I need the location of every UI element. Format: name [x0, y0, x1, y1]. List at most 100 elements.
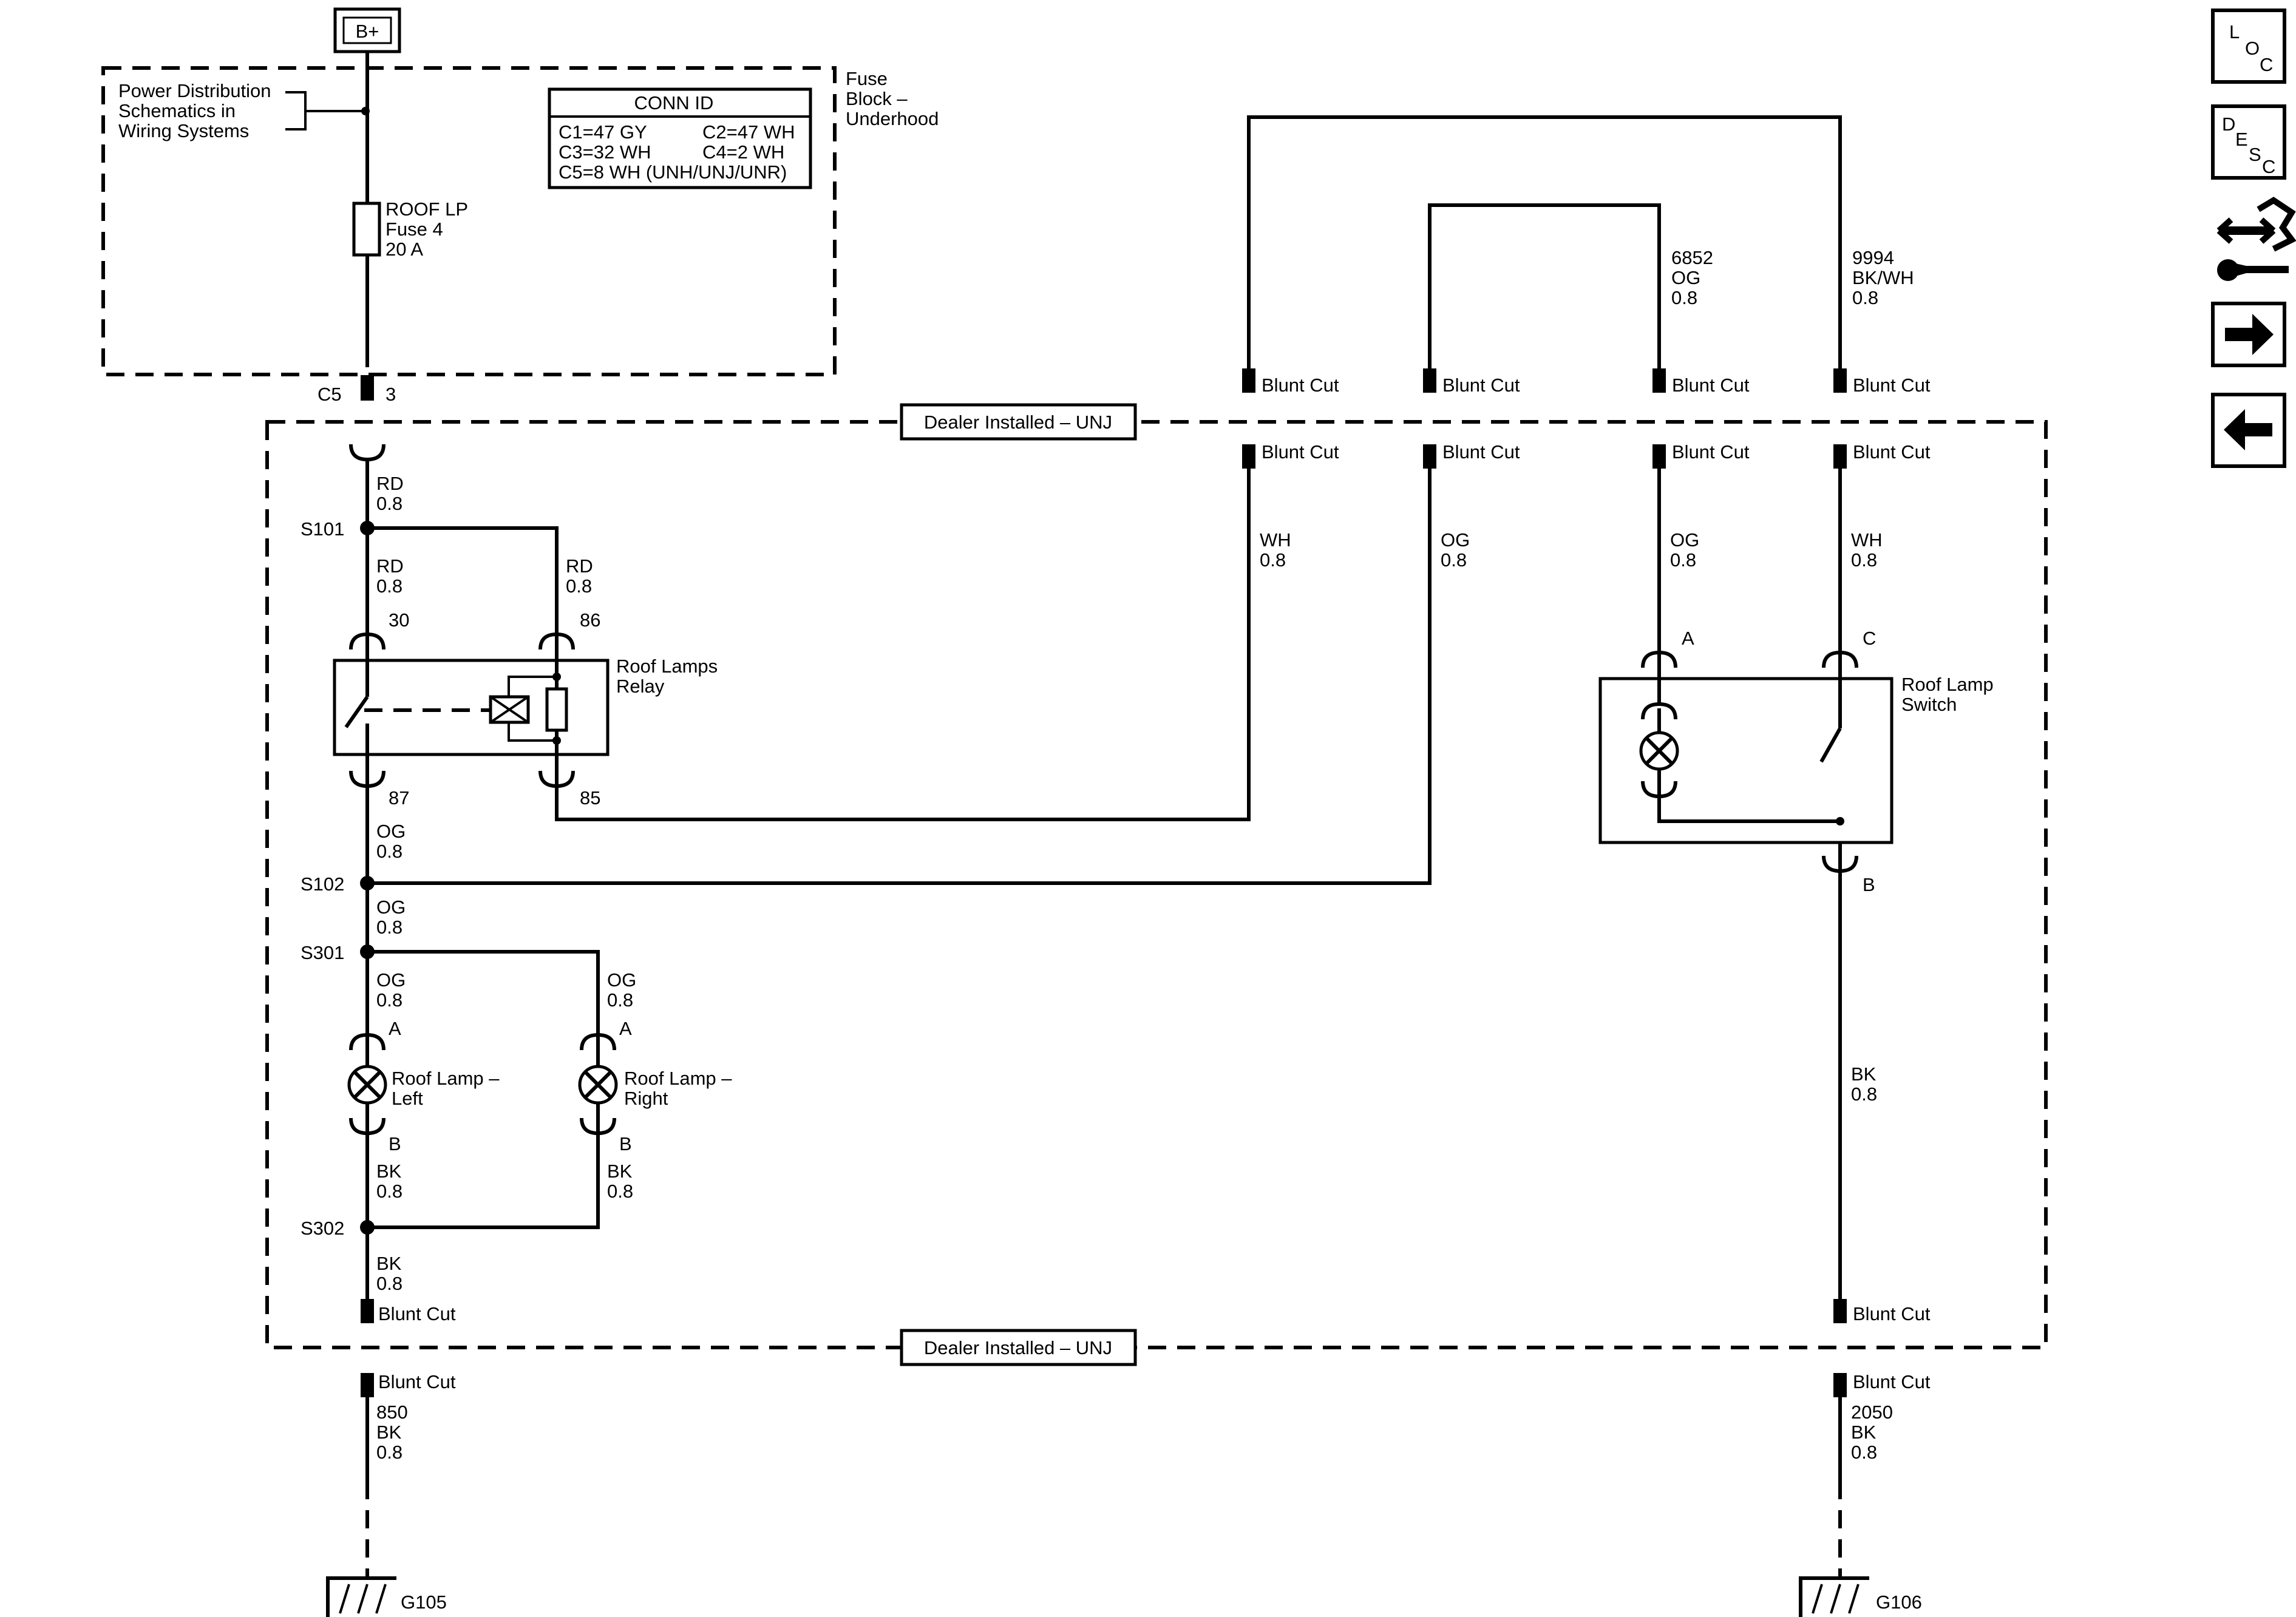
blunt-cut-label-6: Blunt Cut	[1442, 441, 1520, 463]
blunt-cut-label-2: Blunt Cut	[1442, 375, 1520, 396]
blunt-cut-label-left-outer: Blunt Cut	[378, 1371, 456, 1392]
splice-s102: S102	[301, 873, 375, 895]
wire-bk-color-2: BK	[607, 1161, 633, 1182]
relay-name-2: Relay	[616, 676, 665, 697]
wire-og-gauge-1: 0.8	[376, 841, 402, 862]
wire-og-gauge-5: 0.8	[1441, 549, 1467, 571]
wire-9994-circuit: 9994	[1852, 247, 1894, 268]
wire-og-gauge-3: 0.8	[376, 989, 402, 1011]
b-plus-source: B+	[333, 7, 401, 53]
roof-lamp-left: A Roof Lamp – Left B	[347, 1018, 500, 1154]
c5-pin-number: 3	[385, 384, 396, 405]
blunt-cut-label-right-outer: Blunt Cut	[1853, 1371, 1931, 1392]
harness-icon	[2216, 197, 2296, 281]
blunt-cut-label-7: Blunt Cut	[1672, 441, 1750, 463]
fuse-block-title-1: Fuse	[846, 68, 888, 89]
wire-og-color-5: OG	[1441, 529, 1470, 551]
c5-connector-pin	[361, 375, 374, 401]
wire-og-color-6: OG	[1670, 529, 1699, 551]
lamp-right-pin-a: A	[619, 1018, 632, 1039]
desc-button[interactable]: D E S C	[2211, 104, 2286, 180]
blunt-cut-label-5: Blunt Cut	[1262, 441, 1339, 463]
desc-letter-d: D	[2222, 114, 2235, 135]
wire-2050-color: BK	[1851, 1422, 1877, 1443]
lamp-left-pin-a: A	[389, 1018, 401, 1039]
lamp-left-name-2: Left	[392, 1088, 423, 1109]
fuse-label-2: Fuse 4	[385, 219, 443, 240]
conn-c2: C2=47 WH	[702, 121, 795, 143]
wire-9994-color: BK/WH	[1852, 267, 1914, 288]
blunt-cuts-top-outer: Blunt Cut Blunt Cut Blunt Cut Blunt Cut	[1242, 368, 1931, 396]
blunt-cut-marker-right	[1833, 1299, 1847, 1323]
next-page-button[interactable]	[2211, 302, 2286, 367]
switch-pin-c: C	[1863, 628, 1876, 649]
dealer-installed-label-bottom: Dealer Installed – UNJ	[924, 1337, 1112, 1358]
relay-pin-86: 86	[580, 609, 600, 631]
wire-og-gauge-4: 0.8	[607, 989, 633, 1011]
dealer-installed-label-top: Dealer Installed – UNJ	[924, 412, 1112, 433]
splice-s302-label: S302	[301, 1218, 344, 1239]
harness-button[interactable]	[2216, 197, 2296, 281]
wire-6852-gauge: 0.8	[1671, 287, 1697, 308]
relay-pin-30: 30	[389, 609, 409, 631]
lamp-left-pin-b: B	[389, 1133, 401, 1154]
wire-bk-gauge-3: 0.8	[376, 1273, 402, 1294]
conn-c1: C1=47 GY	[559, 121, 647, 143]
loc-letter-c: C	[2260, 54, 2273, 75]
conn-c4: C4=2 WH	[702, 141, 784, 163]
relay-name-1: Roof Lamps	[616, 656, 718, 677]
previous-page-button[interactable]	[2211, 393, 2286, 468]
fuse-block-title-2: Block –	[846, 88, 908, 109]
ground-g105-branch: Blunt Cut 850 BK 0.8 G105	[326, 1371, 456, 1617]
fuse-label-1: ROOF LP	[385, 198, 468, 220]
power-distribution-note-3: Wiring Systems	[118, 120, 249, 141]
loc-button[interactable]: L O C	[2211, 8, 2286, 84]
relay-pin-85: 85	[580, 787, 600, 808]
switch-name-1: Roof Lamp	[1901, 674, 1994, 695]
next-arrow-icon	[2225, 314, 2274, 355]
wire-6852-circuit: 6852	[1671, 247, 1713, 268]
splice-s101-label: S101	[301, 518, 344, 540]
desc-letter-s: S	[2249, 144, 2261, 165]
wire-9994-gauge: 0.8	[1852, 287, 1878, 308]
wire-wh-color-1: WH	[1260, 529, 1291, 551]
roof-lamps-relay: 30 86 Roof Lamps Relay 87 85	[333, 609, 718, 808]
wire-rd-color-2: RD	[376, 555, 404, 577]
wire-rd-gauge-3: 0.8	[566, 575, 592, 597]
wire-rd-color-3: RD	[566, 555, 593, 577]
blunt-cuts-top-inner: Blunt Cut Blunt Cut Blunt Cut Blunt Cut	[1242, 441, 1931, 469]
previous-arrow-icon	[2224, 409, 2272, 450]
wire-850-circuit: 850	[376, 1402, 408, 1423]
b-plus-label: B+	[356, 21, 379, 42]
dealer-installed-region: Dealer Installed – UNJ Dealer Installed …	[265, 403, 2048, 1366]
wire-og-gauge-6: 0.8	[1670, 549, 1696, 571]
splice-s101: S101	[301, 518, 375, 540]
wire-og-color-4: OG	[607, 969, 636, 991]
ground-g106-label: G106	[1876, 1592, 1922, 1613]
roof-lamp-switch: A C Roof Lamp Switch B	[1598, 628, 1994, 895]
roof-lamp-right: A Roof Lamp – Right B	[578, 1018, 732, 1154]
conn-c3: C3=32 WH	[559, 141, 651, 163]
wire-bk-gauge-1: 0.8	[376, 1181, 402, 1202]
wire-850-color: BK	[376, 1422, 402, 1443]
desc-icon: D E S C	[2222, 114, 2275, 177]
wire-6852-color: OG	[1671, 267, 1700, 288]
desc-letter-e: E	[2235, 129, 2248, 150]
wire-rd-gauge-2: 0.8	[376, 575, 402, 597]
fuse-label-3: 20 A	[385, 239, 423, 260]
blunt-cut-label-3: Blunt Cut	[1672, 375, 1750, 396]
ground-g106-branch: Blunt Cut 2050 BK 0.8 G106	[1799, 1371, 1931, 1617]
blunt-cut-label-left-inner: Blunt Cut	[378, 1303, 456, 1324]
splice-s301: S301	[301, 942, 375, 963]
lamp-left-name-1: Roof Lamp –	[392, 1068, 500, 1089]
wire-bk-gauge-4: 0.8	[1851, 1083, 1877, 1105]
splice-s302: S302	[301, 1218, 375, 1239]
switch-pin-a: A	[1682, 628, 1694, 649]
wire-bk-gauge-2: 0.8	[607, 1181, 633, 1202]
conn-id-title: CONN ID	[634, 92, 714, 114]
wire-wh-gauge-1: 0.8	[1260, 549, 1286, 571]
wire-og-color-2: OG	[376, 897, 406, 918]
conn-c5: C5=8 WH (UNH/UNJ/UNR)	[559, 161, 787, 183]
switch-pin-b: B	[1863, 874, 1875, 895]
